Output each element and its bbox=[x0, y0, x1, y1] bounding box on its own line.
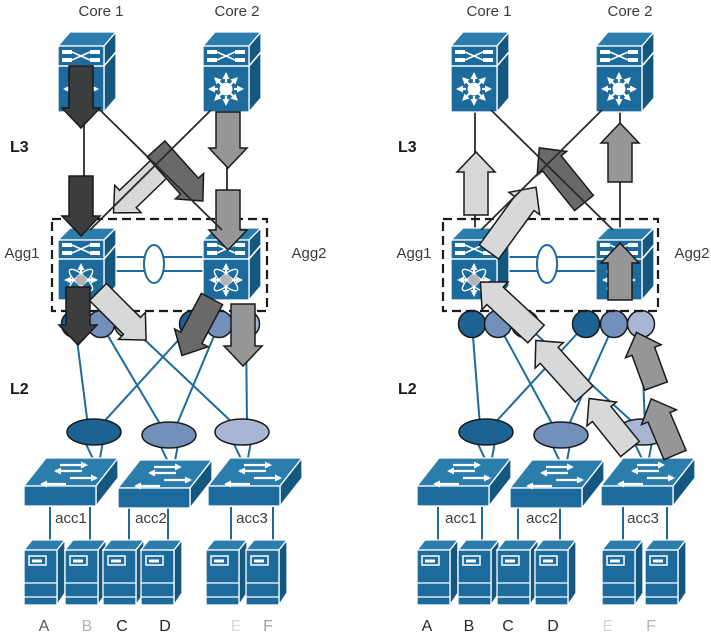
acc2-label: acc2 bbox=[526, 510, 558, 527]
vlan-circle-mid bbox=[599, 309, 629, 339]
flow-arrow-light bbox=[479, 281, 546, 344]
server-b-label: B bbox=[82, 618, 93, 635]
l2-layer-label: L2 bbox=[398, 381, 417, 398]
agg-to-access-links bbox=[74, 323, 248, 430]
flow-arrow-black bbox=[57, 286, 99, 347]
flow-arrow-dark-gray bbox=[536, 146, 595, 212]
agg1-label: Agg1 bbox=[396, 245, 431, 262]
acc1-label: acc1 bbox=[55, 510, 87, 527]
flow-arrow-black bbox=[60, 175, 102, 238]
core1-label: Core 1 bbox=[466, 3, 511, 20]
acc2-switch-icon bbox=[118, 460, 212, 508]
upstream-flow-arrows bbox=[455, 121, 688, 461]
server-c-label: C bbox=[502, 618, 514, 635]
flow-arrow-dark-gray bbox=[146, 139, 205, 202]
server-f-icon bbox=[644, 539, 687, 606]
flow-arrow-light bbox=[586, 397, 641, 458]
acc3-vlan-ellipse bbox=[214, 418, 270, 446]
acc2-switch-icon bbox=[510, 460, 604, 508]
ellipse-to-switch-links bbox=[84, 441, 252, 467]
flow-arrow-mid-gray bbox=[599, 121, 641, 183]
acc3-label: acc3 bbox=[236, 510, 268, 527]
flow-arrow-light bbox=[112, 157, 171, 214]
acc1-vlan-ellipse bbox=[458, 418, 514, 446]
acc3-switch-icon bbox=[208, 458, 302, 506]
core-to-agg-cross-links bbox=[89, 109, 223, 231]
l2-layer-label: L2 bbox=[10, 381, 29, 398]
acc1-vlan-ellipse bbox=[66, 418, 122, 446]
server-f-icon bbox=[245, 539, 288, 606]
acc1-switch-icon bbox=[24, 458, 118, 506]
core-to-agg-cross-links bbox=[480, 109, 614, 231]
flow-arrow-light bbox=[88, 282, 147, 341]
server-a-label: A bbox=[422, 618, 433, 635]
server-f-label: F bbox=[263, 618, 273, 635]
server-d-icon bbox=[140, 539, 183, 606]
agg2-label: Agg2 bbox=[291, 245, 326, 262]
l2-links-left bbox=[49, 244, 274, 550]
flow-arrow-black bbox=[60, 65, 102, 130]
acc2-vlan-ellipse bbox=[141, 421, 197, 449]
server-a-icon bbox=[416, 539, 459, 606]
aggregation-dashed-box bbox=[50, 217, 269, 313]
acc2-label: acc2 bbox=[135, 510, 167, 527]
server-a-label: A bbox=[39, 618, 50, 635]
server-c-label: C bbox=[116, 618, 128, 635]
server-b-label: B bbox=[464, 618, 475, 635]
flow-arrow-light bbox=[455, 150, 497, 216]
core2-switch-icon bbox=[203, 32, 261, 112]
acc1-label: acc1 bbox=[445, 510, 477, 527]
l3-layer-label: L3 bbox=[398, 139, 417, 156]
agg2-label: Agg2 bbox=[674, 245, 709, 262]
flow-arrow-mid-gray bbox=[640, 397, 688, 461]
server-uplinks bbox=[437, 507, 668, 550]
server-e-icon bbox=[205, 539, 248, 606]
server-b-icon bbox=[457, 539, 500, 606]
port-channel-ellipse bbox=[143, 244, 165, 284]
flow-arrow-mid-gray bbox=[599, 241, 641, 301]
vlan-circles-left bbox=[60, 309, 261, 339]
acc1-switch-icon bbox=[417, 458, 511, 506]
vlan-circle-light bbox=[626, 309, 656, 339]
core2-label: Core 2 bbox=[214, 3, 259, 20]
server-c-icon bbox=[496, 539, 539, 606]
acc3-label: acc3 bbox=[627, 510, 659, 527]
aggregation-dashed-box bbox=[441, 217, 660, 313]
panel-downstream: Core 1 Core 2 L3 Agg1 Agg2 L2 acc1 acc2 … bbox=[4, 3, 326, 635]
acc2-vlan-ellipse bbox=[533, 421, 589, 449]
flow-arrow-dark-gray bbox=[173, 292, 224, 357]
flow-arrow-mid-gray bbox=[222, 303, 264, 368]
flow-arrow-mid-gray bbox=[207, 111, 249, 170]
server-e-label: E bbox=[603, 618, 614, 635]
l3-layer-label: L3 bbox=[10, 139, 29, 156]
panel-upstream: Core 1 Core 2 L3 Agg1 Agg2 L2 acc1 acc2 … bbox=[396, 3, 709, 635]
server-e-label: E bbox=[231, 618, 242, 635]
server-b-icon bbox=[64, 539, 107, 606]
agg1-label: Agg1 bbox=[4, 245, 39, 262]
server-d-icon bbox=[534, 539, 577, 606]
core2-switch-icon bbox=[596, 32, 654, 112]
ellipse-to-switch-links bbox=[476, 441, 653, 467]
port-channel-ellipse bbox=[536, 244, 558, 284]
flow-arrow-light bbox=[534, 339, 594, 404]
server-a-icon bbox=[23, 539, 66, 606]
flow-arrow-mid-gray bbox=[207, 189, 249, 252]
core1-switch-icon bbox=[451, 32, 509, 112]
server-f-label: F bbox=[646, 618, 656, 635]
flow-arrow-mid-gray bbox=[624, 331, 669, 392]
server-d-label: D bbox=[547, 618, 559, 635]
server-d-label: D bbox=[159, 618, 171, 635]
server-uplinks bbox=[49, 507, 274, 550]
server-c-icon bbox=[102, 539, 145, 606]
vlan-circle-dark bbox=[571, 309, 601, 339]
downstream-flow-arrows bbox=[57, 65, 264, 368]
acc3-switch-icon bbox=[601, 458, 695, 506]
vlan-circle-dark bbox=[457, 309, 487, 339]
core2-label: Core 2 bbox=[607, 3, 652, 20]
core1-label: Core 1 bbox=[78, 3, 123, 20]
vlan-circles-right bbox=[457, 309, 656, 339]
server-e-icon bbox=[601, 539, 644, 606]
